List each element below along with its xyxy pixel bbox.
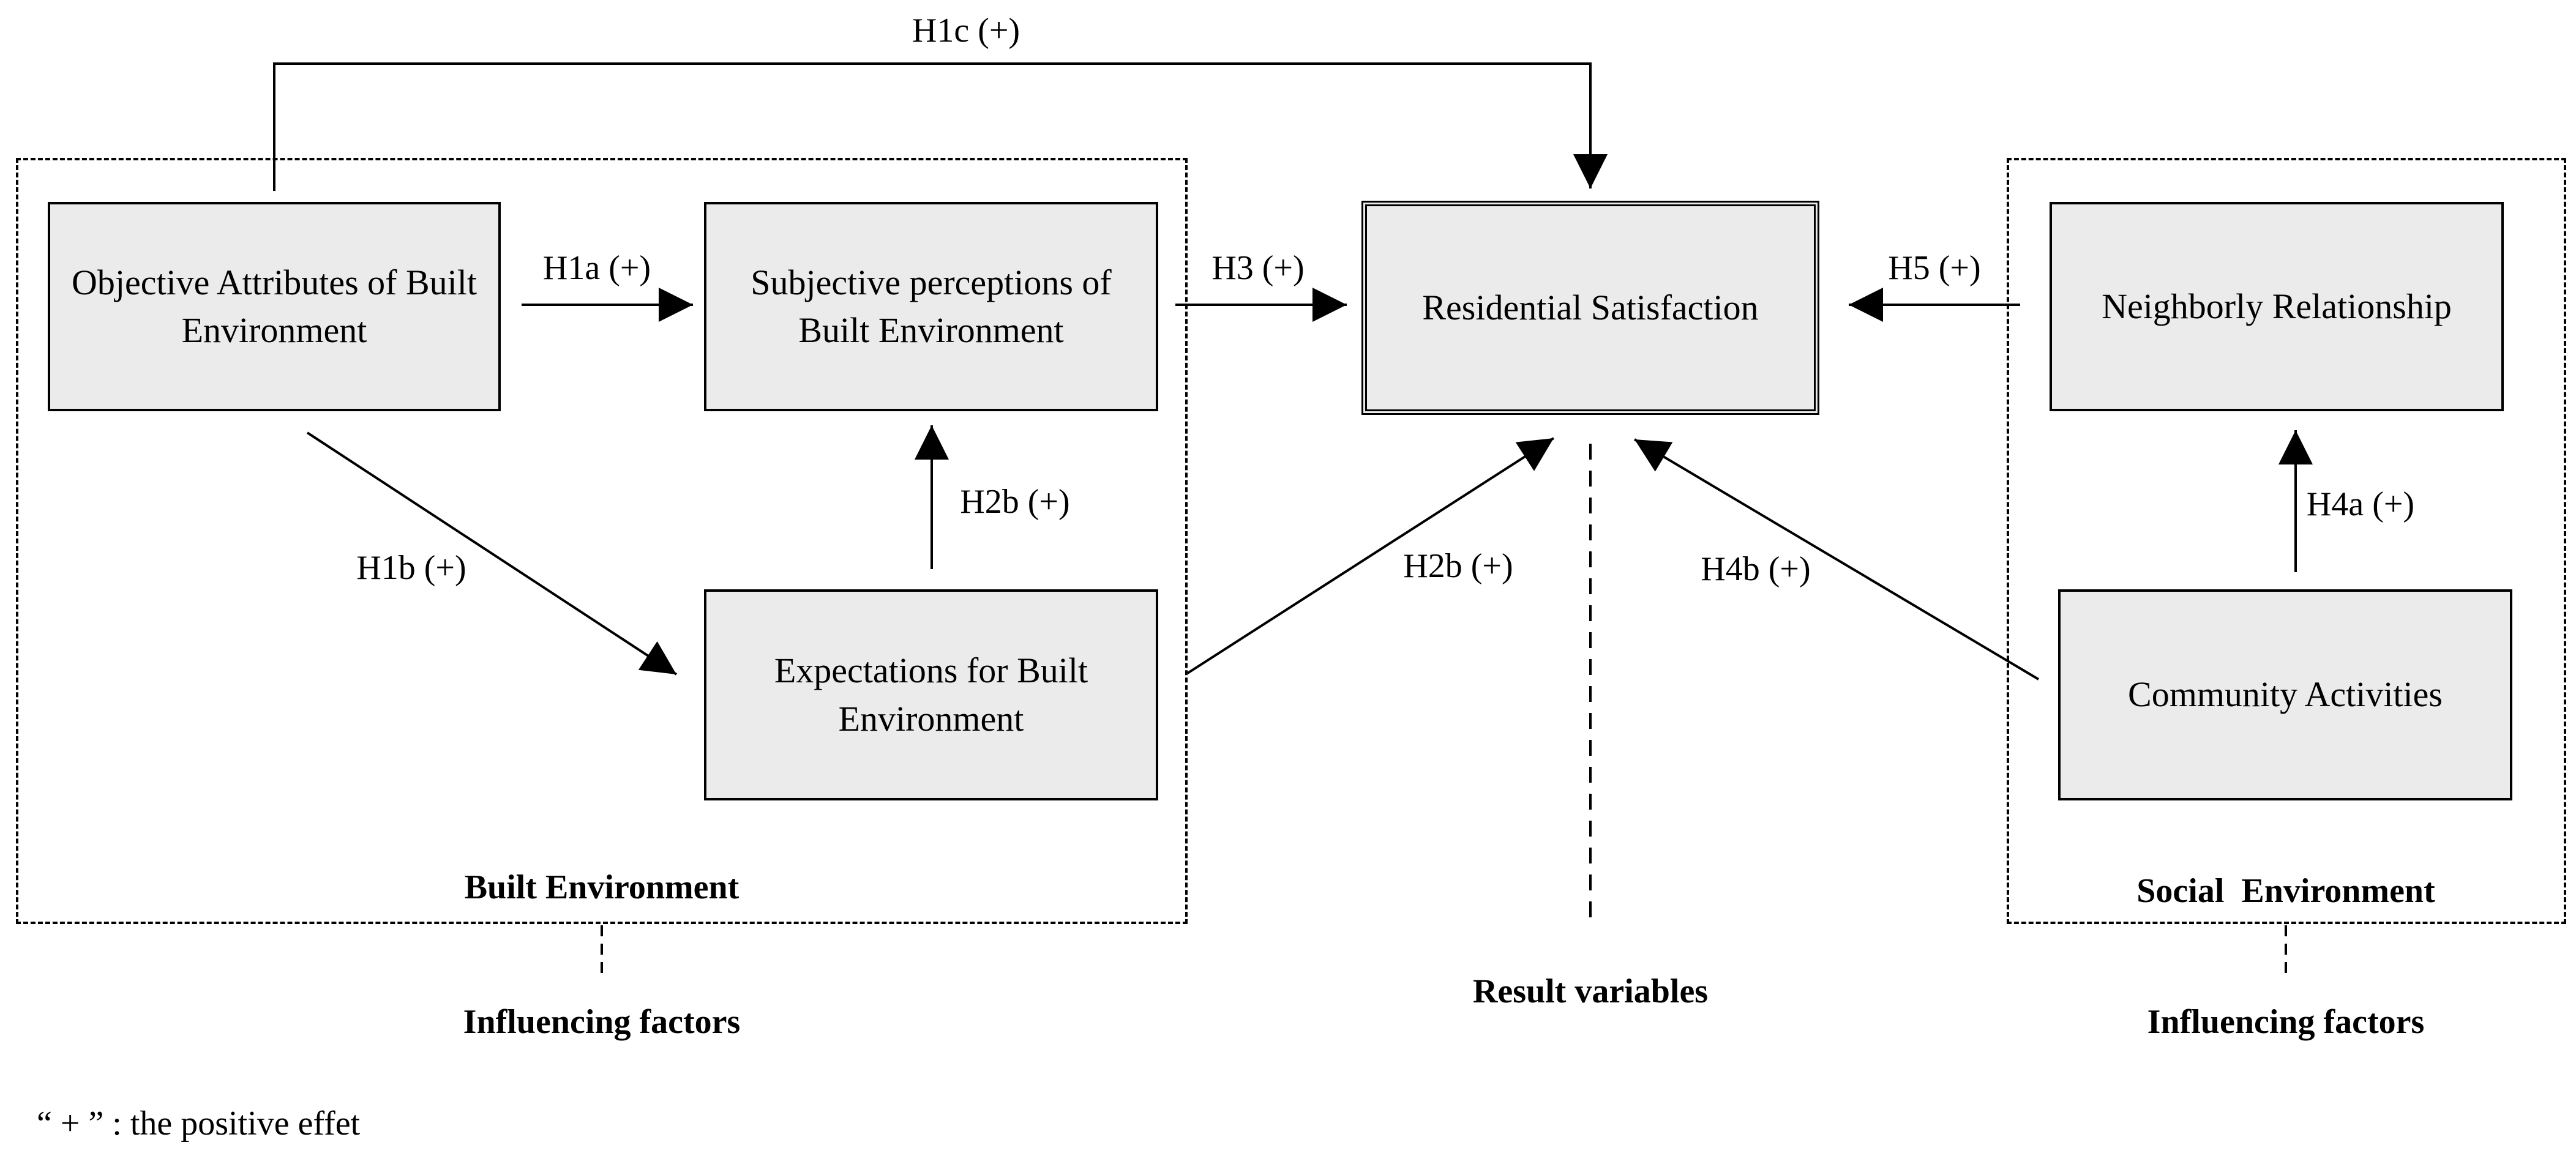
node-neighborly-relationship-label: Neighborly Relationship: [2102, 286, 2452, 326]
node-objective-attributes: Objective Attributes of Built Environmen…: [48, 202, 501, 411]
arrow-h4b: [1633, 438, 2040, 681]
node-objective-attributes-label: Objective Attributes of Built Environmen…: [71, 262, 477, 350]
node-community-activities-label: Community Activities: [2128, 674, 2443, 715]
edge-label-h3: H3 (+): [1211, 249, 1305, 287]
edge-label-h1a: H1a (+): [542, 249, 651, 287]
node-expectations: Expectations for Built Environment: [704, 589, 1158, 800]
node-expectations-label: Expectations for Built Environment: [774, 651, 1088, 739]
node-subjective-perceptions-label: Subjective perceptions of Built Environm…: [751, 262, 1112, 350]
node-residential-satisfaction-label: Residential Satisfaction: [1422, 287, 1759, 327]
edge-label-h1b: H1b (+): [356, 549, 466, 587]
edge-label-h5: H5 (+): [1888, 249, 1981, 287]
social-environment-group: [2007, 158, 2566, 924]
node-community-activities: Community Activities: [2058, 589, 2512, 800]
edge-label-h1c: H1c (+): [912, 12, 1020, 50]
footer-influencing-left: Influencing factors: [463, 1003, 741, 1041]
node-subjective-perceptions: Subjective perceptions of Built Environm…: [704, 202, 1158, 411]
node-residential-satisfaction: Residential Satisfaction: [1361, 201, 1819, 415]
group-label-social: Social Environment: [2136, 872, 2435, 910]
arrow-h2b-diag: [1186, 437, 1555, 674]
built-environment-group: [16, 158, 1188, 924]
legend-note: “ + ” : the positive effet: [37, 1105, 361, 1143]
arrow-h1b: [306, 431, 678, 676]
group-label-built: Built Environment: [464, 868, 739, 906]
edge-label-h2b-up: H2b (+): [960, 483, 1070, 521]
edge-label-h4a: H4a (+): [2306, 485, 2415, 523]
arrow-h1c: [273, 62, 1608, 191]
footer-result-variables: Result variables: [1472, 972, 1709, 1010]
node-neighborly-relationship: Neighborly Relationship: [2050, 202, 2504, 411]
edge-label-h4b: H4b (+): [1701, 550, 1811, 588]
footer-influencing-right: Influencing factors: [2147, 1003, 2425, 1041]
edge-label-h2b-diag: H2b (+): [1403, 547, 1513, 585]
